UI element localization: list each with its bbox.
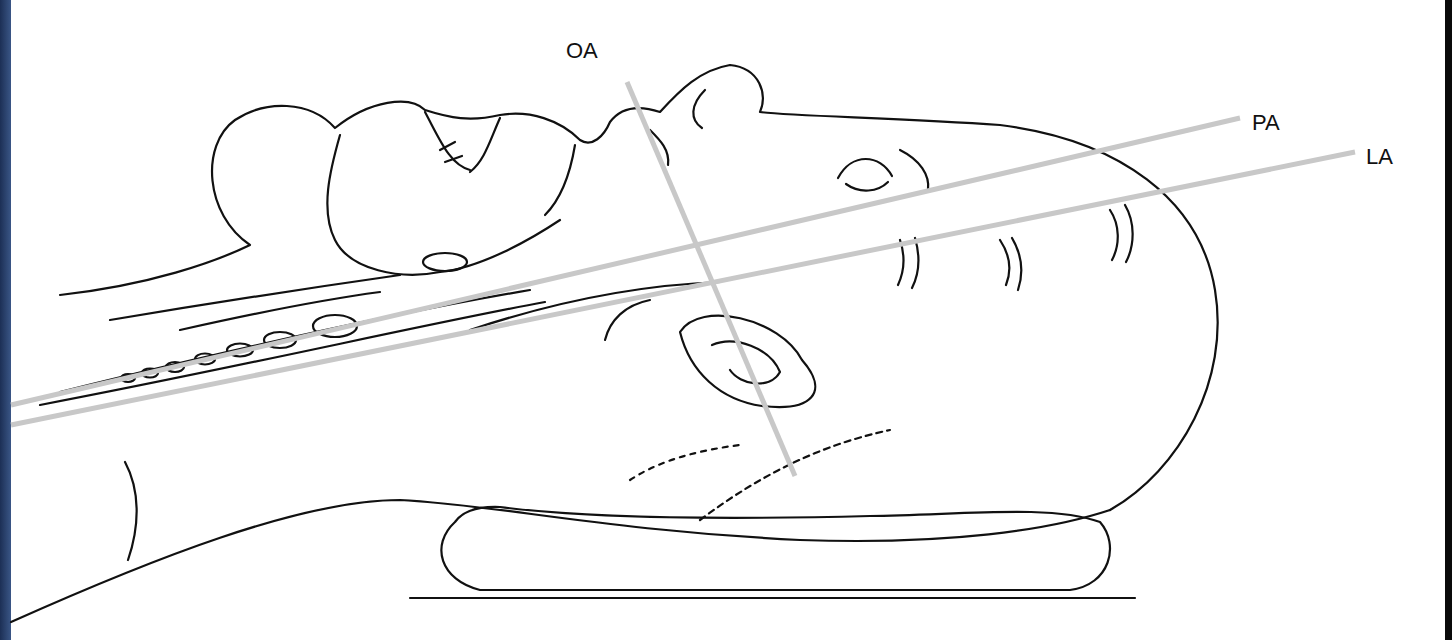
axis-label: PA <box>1252 112 1280 134</box>
axis-label: LA <box>1366 146 1393 168</box>
slide-edge <box>0 0 11 640</box>
laryngeal-axis-line <box>11 152 1355 425</box>
head-drawing <box>11 65 1218 622</box>
slide-edge <box>1445 0 1452 640</box>
pharyngeal-axis-line <box>11 118 1240 405</box>
axis-lines <box>11 82 1355 476</box>
axis-label: OA <box>566 40 598 62</box>
oral-axis-line <box>627 82 795 476</box>
